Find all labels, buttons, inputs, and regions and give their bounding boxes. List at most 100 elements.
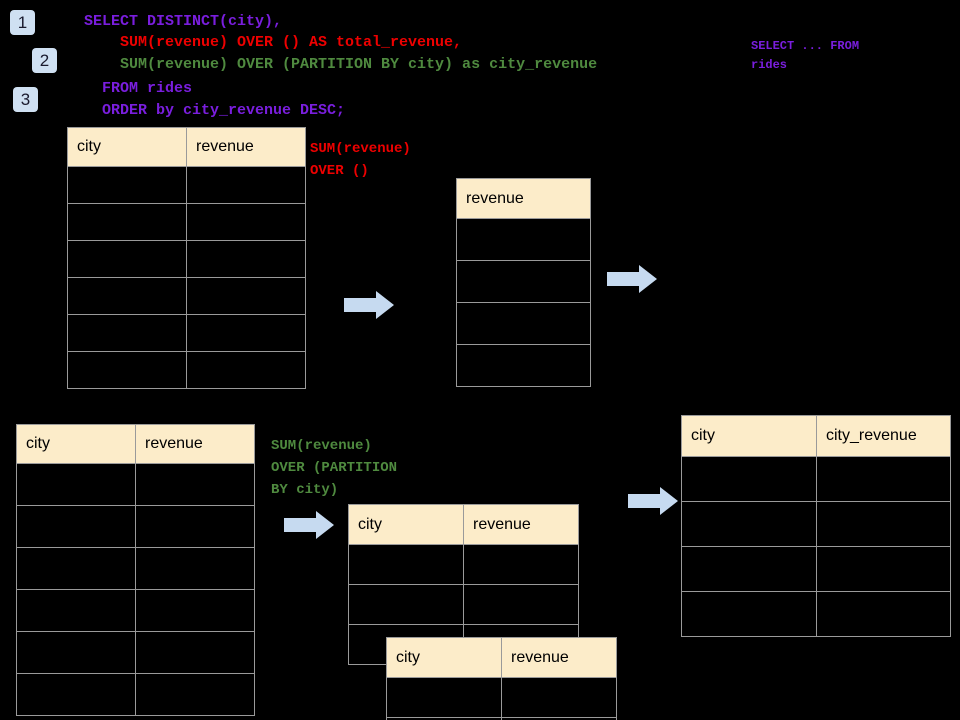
table-row [16, 673, 255, 716]
column-header-city: city [16, 424, 136, 464]
arrow-source-to-total [344, 291, 394, 319]
arrow-total-to-result [607, 265, 657, 293]
cell [456, 344, 591, 387]
column-header-revenue: revenue [135, 424, 255, 464]
column-header-city: city [386, 637, 502, 678]
table-row [681, 501, 951, 547]
table-row [16, 463, 255, 506]
table-row [67, 314, 306, 352]
column-header-revenue: revenue [186, 127, 306, 167]
table-row [16, 589, 255, 632]
column-header-revenue: revenue [501, 637, 617, 678]
table-header-row: city revenue [16, 424, 255, 464]
annotation-select-from-rides: SELECT ... FROM rides [751, 39, 860, 72]
cell [135, 589, 255, 632]
cell [67, 166, 187, 204]
cell [348, 584, 464, 625]
table-row [67, 351, 306, 389]
cell [816, 546, 951, 592]
table-header-row: city city_revenue [681, 415, 951, 457]
sql-line-sum-over-total: SUM(revenue) OVER () AS total_revenue, [84, 34, 463, 51]
cell [67, 351, 187, 389]
cell [681, 456, 817, 502]
rides-source-table-top: city revenue [67, 127, 306, 389]
cell [16, 673, 136, 716]
step-badge-1: 1 [10, 10, 35, 35]
cell [186, 203, 306, 241]
cell [67, 277, 187, 315]
table-row [67, 240, 306, 278]
cell [186, 351, 306, 389]
partition-group-table-front: city revenue [386, 637, 617, 720]
table-row [386, 717, 617, 720]
rides-source-table-bottom: city revenue [16, 424, 255, 716]
cell [186, 314, 306, 352]
cell [186, 240, 306, 278]
cell [67, 240, 187, 278]
sql-line-from-rides: FROM rides [84, 80, 193, 97]
final-result-table: city city_revenue [681, 415, 951, 637]
table-row [67, 166, 306, 204]
table-row [67, 203, 306, 241]
cell [16, 547, 136, 590]
table-row [456, 218, 591, 261]
cell [186, 277, 306, 315]
cell [135, 463, 255, 506]
cell [501, 677, 617, 718]
table-row [456, 302, 591, 345]
column-header-city-revenue: city_revenue [816, 415, 951, 457]
cell [681, 591, 817, 637]
arrow-partition-to-result [628, 487, 678, 515]
column-header-revenue: revenue [463, 504, 579, 545]
cell [456, 218, 591, 261]
table-row [16, 547, 255, 590]
annotation-sum-over-empty: SUM(revenue) OVER () [310, 141, 411, 179]
step-badge-3: 3 [13, 87, 38, 112]
cell [501, 717, 617, 720]
table-header-row: revenue [456, 178, 591, 219]
total-revenue-table: revenue [456, 178, 591, 387]
cell [386, 677, 502, 718]
table-row [348, 544, 579, 585]
cell [67, 203, 187, 241]
cell [135, 505, 255, 548]
cell [456, 302, 591, 345]
cell [681, 546, 817, 592]
table-row [16, 505, 255, 548]
cell [16, 589, 136, 632]
cell [67, 314, 187, 352]
cell [135, 673, 255, 716]
table-row [456, 260, 591, 303]
cell [463, 544, 579, 585]
table-row [681, 456, 951, 502]
column-header-revenue: revenue [456, 178, 591, 219]
table-row [681, 546, 951, 592]
arrow-source-to-partition [284, 511, 334, 539]
cell [681, 501, 817, 547]
sql-line-order-by: ORDER by city_revenue DESC; [84, 102, 346, 119]
cell [348, 544, 464, 585]
cell [16, 463, 136, 506]
table-header-row: city revenue [348, 504, 579, 545]
cell [816, 591, 951, 637]
column-header-city: city [348, 504, 464, 545]
annotation-sum-over-partition: SUM(revenue) OVER (PARTITION BY city) [271, 438, 398, 498]
table-row [456, 344, 591, 387]
cell [135, 547, 255, 590]
cell [816, 456, 951, 502]
column-header-city: city [681, 415, 817, 457]
cell [135, 631, 255, 674]
table-row [348, 584, 579, 625]
table-row [16, 631, 255, 674]
table-header-row: city revenue [386, 637, 617, 678]
column-header-city: city [67, 127, 187, 167]
cell [816, 501, 951, 547]
table-row [386, 677, 617, 718]
table-header-row: city revenue [67, 127, 306, 167]
sql-line-select-distinct: SELECT DISTINCT(city), [84, 13, 283, 30]
step-badge-2: 2 [32, 48, 57, 73]
cell [456, 260, 591, 303]
table-row [67, 277, 306, 315]
table-row [681, 591, 951, 637]
